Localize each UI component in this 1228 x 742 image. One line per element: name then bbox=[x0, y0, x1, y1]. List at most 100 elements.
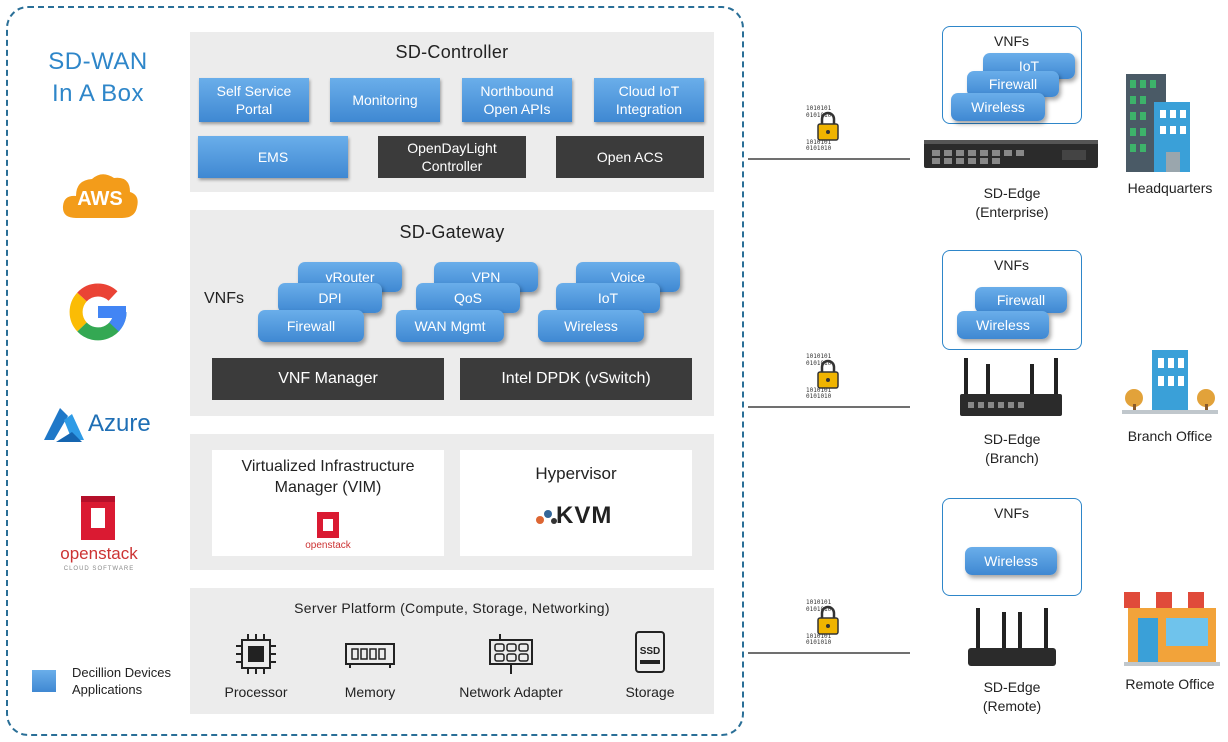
sd-gateway-panel: SD-Gateway VNFs vRouter DPI Firewall VPN… bbox=[190, 210, 714, 416]
server-platform-panel: Server Platform (Compute, Storage, Netwo… bbox=[190, 588, 714, 714]
branch-office-building-icon bbox=[1122, 350, 1218, 414]
open-acs-box: Open ACS bbox=[556, 136, 704, 178]
kvm-penguin-icon bbox=[536, 510, 557, 524]
connection-line-enterprise bbox=[748, 158, 910, 160]
vim-label: Virtualized Infrastructure Manager (VIM) bbox=[241, 458, 415, 496]
opendaylight-controller-box: OpenDayLight Controller bbox=[378, 136, 526, 178]
svg-text:0101010: 0101010 bbox=[806, 145, 832, 150]
hypervisor-card: Hypervisor KVM bbox=[460, 450, 692, 556]
azure-icon bbox=[44, 408, 84, 442]
svg-text:0101010: 0101010 bbox=[806, 393, 832, 398]
ssd-label: SSD bbox=[639, 646, 661, 657]
northbound-apis-box: Northbound Open APIs bbox=[462, 78, 572, 122]
remote-vnfs-title: VNFs bbox=[994, 505, 1029, 521]
svg-text:0101010: 0101010 bbox=[806, 606, 832, 613]
intel-dpdk-box: Intel DPDK (vSwitch) bbox=[460, 358, 692, 400]
monitoring-box: Monitoring bbox=[330, 78, 440, 122]
svg-text:1010101: 1010101 bbox=[806, 599, 832, 606]
network-adapter-label: Network Adapter bbox=[459, 684, 563, 700]
openstack-sublabel: CLOUD SOFTWARE bbox=[63, 566, 135, 572]
enterprise-rack-device-icon bbox=[924, 140, 1098, 168]
legend-line-1: Decillion Devices bbox=[72, 665, 171, 680]
processor-icon bbox=[236, 634, 276, 674]
vnf-qos: QoS bbox=[416, 283, 520, 313]
aws-cloud-icon bbox=[62, 174, 138, 218]
legend-swatch bbox=[32, 670, 56, 692]
branch-vnfs-title: VNFs bbox=[994, 257, 1029, 273]
azure-label: Azure bbox=[88, 410, 151, 437]
diagram-title: SD-WAN In A Box bbox=[20, 46, 176, 110]
vnf-manager-box: VNF Manager bbox=[212, 358, 444, 400]
vnf-dpi: DPI bbox=[278, 283, 382, 313]
enterprise-vnf-wireless: Wireless bbox=[951, 93, 1045, 121]
title-line-1: SD-WAN bbox=[48, 48, 148, 75]
enterprise-vnfs-title: VNFs bbox=[994, 33, 1029, 49]
storage-label: Storage bbox=[625, 684, 675, 700]
gateway-vnfs-label: VNFs bbox=[204, 290, 244, 307]
cloud-iot-integration-box: Cloud IoT Integration bbox=[594, 78, 704, 122]
legend-line-2: Applications bbox=[72, 682, 143, 697]
ems-box: EMS bbox=[198, 136, 348, 178]
vnf-wireless: Wireless bbox=[538, 310, 644, 342]
branch-office-label: Branch Office bbox=[1127, 428, 1213, 444]
remote-office-shop-icon bbox=[1124, 592, 1220, 666]
openstack-icon bbox=[81, 496, 115, 540]
ssd-storage-icon bbox=[635, 631, 665, 673]
sd-controller-title: SD-Controller bbox=[395, 42, 509, 62]
processor-label: Processor bbox=[224, 684, 288, 700]
sd-wan-box-frame bbox=[6, 6, 744, 736]
vim-openstack-label: openstack bbox=[305, 540, 351, 551]
vnf-firewall: Firewall bbox=[258, 310, 364, 342]
title-line-2: In A Box bbox=[51, 80, 145, 107]
memory-icon bbox=[345, 643, 395, 668]
remote-vnfs-box: VNFs Wireless bbox=[942, 498, 1082, 596]
headquarters-label: Headquarters bbox=[1127, 180, 1213, 196]
headquarters-building-icon bbox=[1126, 74, 1190, 172]
branch-edge-label: SD-Edge (Branch) bbox=[983, 431, 1041, 466]
remote-office-label: Remote Office bbox=[1125, 676, 1215, 692]
svg-text:1010101: 1010101 bbox=[806, 353, 832, 360]
vnf-iot: IoT bbox=[556, 283, 660, 313]
branch-vnf-wireless: Wireless bbox=[957, 311, 1049, 339]
connection-line-remote bbox=[748, 652, 910, 654]
vim-card: Virtualized Infrastructure Manager (VIM)… bbox=[212, 450, 444, 556]
aws-label: AWS bbox=[77, 188, 123, 210]
network-adapter-icon bbox=[489, 634, 533, 674]
virtualization-panel: Virtualized Infrastructure Manager (VIM)… bbox=[190, 434, 714, 570]
connection-line-branch bbox=[748, 406, 910, 408]
openstack-logo: openstack CLOUD SOFTWARE bbox=[58, 492, 140, 582]
branch-vnfs-box: VNFs Firewall Wireless bbox=[942, 250, 1082, 350]
remote-edge-label: SD-Edge (Remote) bbox=[982, 679, 1042, 714]
azure-logo: Azure bbox=[42, 404, 162, 446]
vim-openstack-icon bbox=[317, 512, 339, 538]
enterprise-edge-label: SD-Edge (Enterprise) bbox=[975, 185, 1049, 220]
openstack-label: openstack bbox=[60, 544, 138, 563]
svg-text:1010101: 1010101 bbox=[806, 139, 832, 146]
svg-text:1010101: 1010101 bbox=[806, 105, 832, 112]
branch-vnf-firewall: Firewall bbox=[975, 287, 1067, 313]
remote-router-device-icon bbox=[968, 608, 1056, 666]
svg-text:0101010: 0101010 bbox=[806, 360, 832, 367]
memory-label: Memory bbox=[344, 684, 396, 700]
enterprise-vnfs-box: VNFs IoT Firewall Wireless bbox=[942, 26, 1082, 124]
svg-text:1010101: 1010101 bbox=[806, 387, 832, 394]
google-logo bbox=[62, 276, 134, 348]
sd-controller-panel: SD-Controller Self Service Portal Monito… bbox=[190, 32, 714, 192]
enterprise-vnf-firewall: Firewall bbox=[967, 71, 1059, 97]
svg-text:0101010: 0101010 bbox=[806, 112, 832, 119]
google-g-icon bbox=[69, 283, 127, 341]
vnf-wan-mgmt: WAN Mgmt bbox=[396, 310, 504, 342]
remote-vnf-wireless: Wireless bbox=[965, 547, 1057, 575]
sd-gateway-title: SD-Gateway bbox=[399, 222, 505, 242]
branch-router-device-icon bbox=[960, 358, 1062, 416]
hypervisor-label: Hypervisor bbox=[535, 464, 617, 483]
legend-label: Decillion Devices Applications bbox=[72, 664, 171, 698]
svg-text:1010101: 1010101 bbox=[806, 633, 832, 640]
server-platform-title: Server Platform (Compute, Storage, Netwo… bbox=[294, 600, 610, 616]
self-service-portal-box: Self Service Portal bbox=[199, 78, 309, 122]
kvm-label: KVM bbox=[556, 502, 613, 529]
svg-text:0101010: 0101010 bbox=[806, 639, 832, 644]
